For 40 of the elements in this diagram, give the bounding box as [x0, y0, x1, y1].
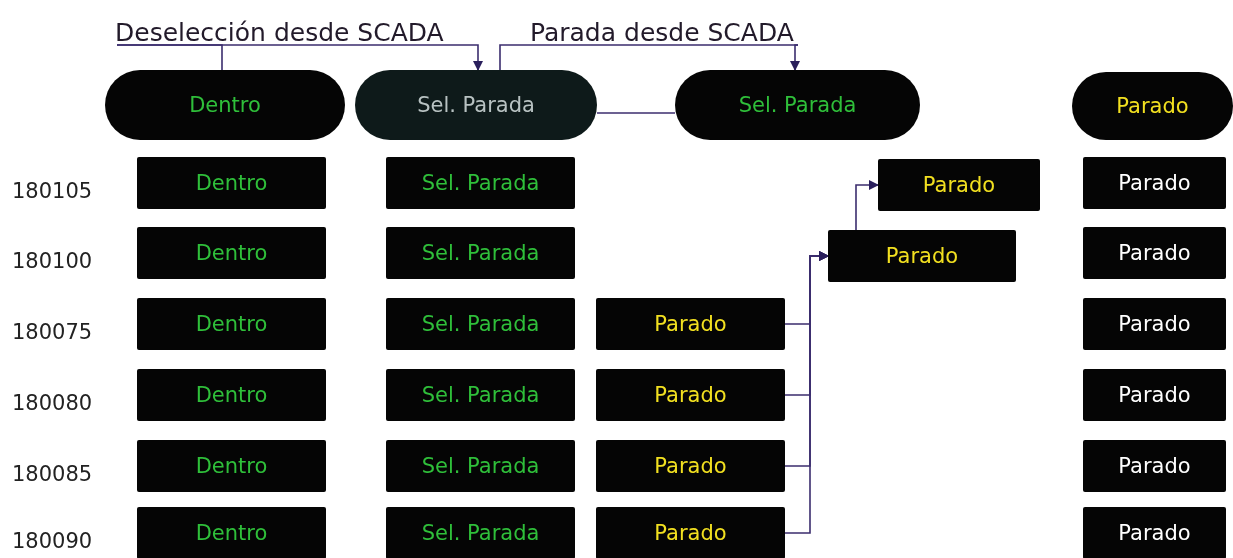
state-box: Sel. Parada	[386, 507, 575, 558]
state-box: Sel. Parada	[386, 227, 575, 279]
state-box: Dentro	[137, 369, 326, 421]
row-id-label: 180100	[12, 251, 93, 272]
row-id-label: 180085	[12, 464, 93, 485]
state-box: Parado	[596, 507, 785, 558]
trigger-label: Deselección desde SCADA	[115, 14, 455, 45]
state-box: Dentro	[137, 507, 326, 558]
state-box: Parado	[1083, 440, 1226, 492]
connector-arrow	[855, 180, 879, 231]
state-box: Sel. Parada	[386, 369, 575, 421]
state-box: Parado	[596, 369, 785, 421]
state-header: Parado	[1072, 72, 1233, 140]
state-box: Parado	[596, 298, 785, 350]
row-id-label: 180075	[12, 322, 93, 343]
row-id-label: 180080	[12, 393, 93, 414]
state-box: Parado	[878, 159, 1040, 211]
state-box: Parado	[1083, 507, 1226, 558]
state-box: Dentro	[137, 157, 326, 209]
state-header: Dentro	[105, 70, 345, 140]
state-box: Parado	[596, 440, 785, 492]
connector-arrow	[784, 251, 829, 534]
state-box: Dentro	[137, 227, 326, 279]
state-box: Dentro	[137, 440, 326, 492]
state-box: Sel. Parada	[386, 157, 575, 209]
state-box: Sel. Parada	[386, 298, 575, 350]
state-box: Parado	[828, 230, 1016, 282]
connector-arrow	[116, 44, 483, 71]
state-box: Parado	[1083, 298, 1226, 350]
state-header: Sel. Parada	[355, 70, 597, 140]
state-box: Parado	[1083, 369, 1226, 421]
state-box: Dentro	[137, 298, 326, 350]
trigger-label: Parada desde SCADA	[530, 14, 802, 45]
state-box: Sel. Parada	[386, 440, 575, 492]
row-id-label: 180090	[12, 531, 93, 552]
state-header: Sel. Parada	[675, 70, 920, 140]
row-id-label: 180105	[12, 181, 93, 202]
state-box: Parado	[1083, 227, 1226, 279]
connector-arrow	[790, 44, 800, 71]
state-box: Parado	[1083, 157, 1226, 209]
